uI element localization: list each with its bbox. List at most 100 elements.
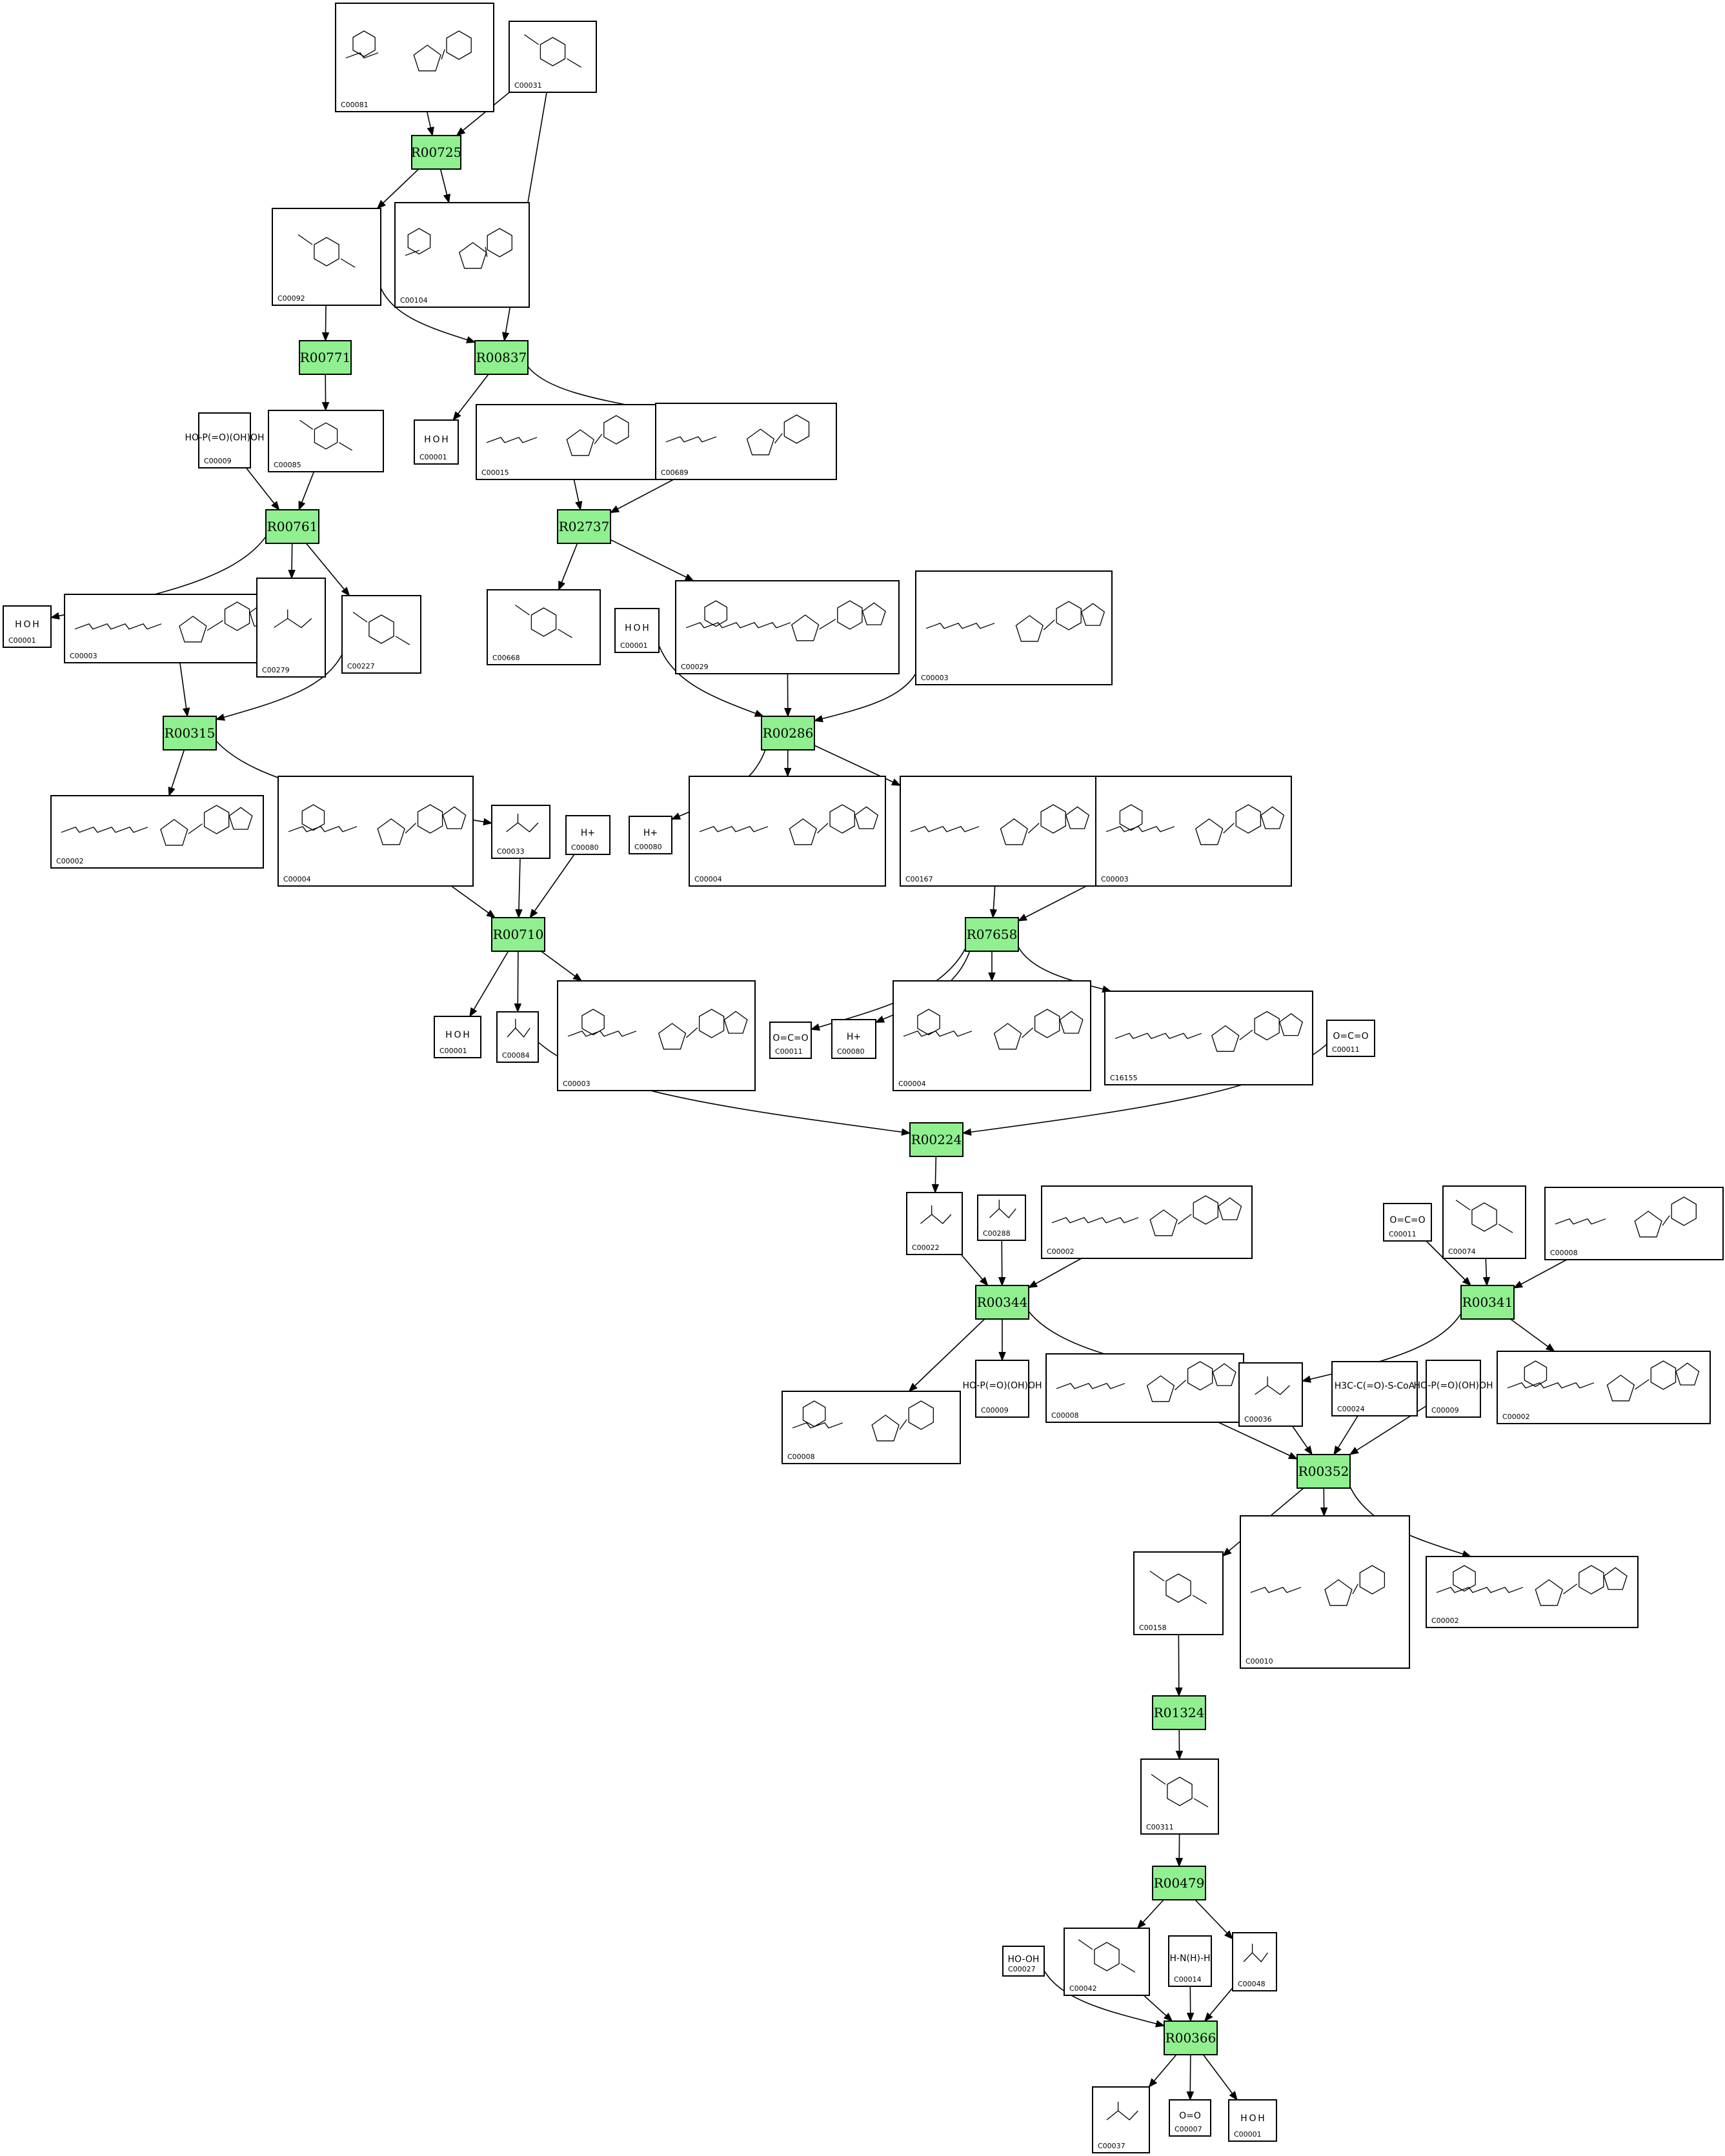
compound-box	[1095, 776, 1292, 887]
reaction-box	[1152, 1695, 1206, 1730]
structure-icon	[506, 814, 539, 832]
reaction-box	[557, 509, 611, 544]
reaction-node[interactable]: R00761	[265, 509, 319, 544]
reaction-id-label: R02737	[559, 519, 610, 534]
reaction-node[interactable]: R00837	[474, 340, 529, 375]
compound-node[interactable]: C00074	[1442, 1185, 1526, 1259]
compound-node[interactable]: C00048	[1232, 1932, 1277, 1991]
reaction-box	[1460, 1285, 1515, 1320]
reaction-node[interactable]: R00479	[1152, 1866, 1206, 1900]
structure-icon	[1106, 2102, 1138, 2121]
reaction-node[interactable]: R00352	[1296, 1454, 1351, 1489]
structure-icon	[920, 1205, 952, 1224]
reaction-node[interactable]: R00344	[975, 1285, 1029, 1320]
edge-c00689-R02737	[609, 479, 674, 514]
compound-node[interactable]: C00002	[1041, 1185, 1253, 1259]
compound-node[interactable]: C00022	[906, 1192, 963, 1255]
edge-c00085-R00761	[298, 471, 315, 511]
structure-icon: H O H	[1240, 2113, 1265, 2124]
compound-node[interactable]: C00084	[496, 1011, 539, 1063]
reaction-node[interactable]: R00710	[491, 917, 545, 952]
compound-node[interactable]: C00015	[476, 404, 656, 480]
compound-id-label: C00048	[1238, 1980, 1266, 1988]
compound-id-label: C00009	[981, 1406, 1009, 1415]
compound-node[interactable]: C00008	[782, 1391, 961, 1464]
compound-node[interactable]: C00158	[1133, 1551, 1224, 1635]
compound-node[interactable]: C00092	[272, 208, 381, 306]
compound-node[interactable]: C00008	[1045, 1353, 1244, 1423]
compound-box	[1238, 1362, 1303, 1427]
reaction-node[interactable]: R01324	[1152, 1695, 1206, 1730]
compound-node[interactable]: C00279	[256, 578, 326, 678]
compound-node[interactable]: C00085	[268, 410, 384, 472]
compound-node[interactable]: C00288	[977, 1194, 1026, 1241]
edge-c00022-R00344	[960, 1254, 989, 1287]
structure-icon	[298, 234, 356, 268]
reaction-node[interactable]: R00366	[1164, 2020, 1218, 2055]
compound-node[interactable]: C00668	[487, 589, 601, 665]
edge-R00366-c00001e	[1202, 2054, 1238, 2101]
compound-node[interactable]: C00002	[50, 795, 264, 869]
compound-id-label: C00001	[419, 453, 447, 461]
reaction-node[interactable]: R07658	[965, 917, 1019, 952]
structure-icon	[345, 30, 472, 72]
reaction-node[interactable]: R00224	[909, 1122, 963, 1157]
compound-node[interactable]: C16155	[1104, 991, 1313, 1085]
reaction-box	[491, 917, 545, 952]
compound-id-label: C00003	[563, 1080, 590, 1088]
compound-node[interactable]: C00003	[64, 594, 287, 663]
reaction-node[interactable]: R02737	[557, 509, 611, 544]
compound-node[interactable]: C00003	[915, 570, 1113, 685]
reaction-node[interactable]: R00341	[1460, 1285, 1515, 1320]
structure-icon	[903, 1009, 1084, 1050]
compound-node[interactable]: C00002	[1426, 1556, 1639, 1628]
compound-node[interactable]: C00004	[277, 776, 474, 887]
compound-node[interactable]: C00004	[893, 980, 1091, 1091]
edge-c00002b-R00344	[1027, 1258, 1082, 1288]
compound-node[interactable]: C00004	[689, 776, 886, 887]
compound-node[interactable]: C00037	[1092, 2086, 1150, 2153]
structure-icon	[1436, 1565, 1628, 1606]
compound-node[interactable]: C00002	[1497, 1351, 1711, 1424]
compound-node[interactable]: C00010	[1240, 1515, 1410, 1669]
compound-node[interactable]: C00036	[1238, 1362, 1303, 1427]
compound-node[interactable]: H+C00080	[629, 816, 672, 854]
compound-node[interactable]: C00042	[1064, 1928, 1150, 1996]
compound-id-label: C00080	[837, 1047, 865, 1056]
reaction-node[interactable]: R00725	[411, 135, 462, 170]
reaction-node[interactable]: R00286	[761, 716, 815, 751]
compound-node[interactable]: C00227	[341, 595, 421, 674]
compound-node[interactable]: H+C00080	[831, 1019, 876, 1059]
compound-node[interactable]: C00033	[491, 805, 550, 859]
formula-label: H-N(H)-H	[1169, 1953, 1210, 1964]
compound-node[interactable]: C00003	[1095, 776, 1292, 887]
compound-node[interactable]: C00311	[1140, 1758, 1219, 1835]
compound-node[interactable]: C00003	[557, 980, 756, 1091]
compound-node[interactable]: C00031	[509, 21, 597, 93]
reaction-node[interactable]: R00315	[163, 716, 217, 751]
compound-id-label: C00004	[283, 875, 311, 883]
reaction-node[interactable]: R00771	[299, 340, 352, 375]
compound-node[interactable]: C00081	[335, 3, 494, 112]
compound-node[interactable]: C00689	[655, 403, 837, 480]
compound-node[interactable]: C00029	[675, 580, 900, 674]
compound-node[interactable]: C00008	[1544, 1187, 1724, 1260]
compound-node[interactable]: C00167	[900, 776, 1097, 887]
compound-node[interactable]: C00104	[394, 202, 530, 308]
compound-node[interactable]: H+C00080	[565, 815, 610, 855]
